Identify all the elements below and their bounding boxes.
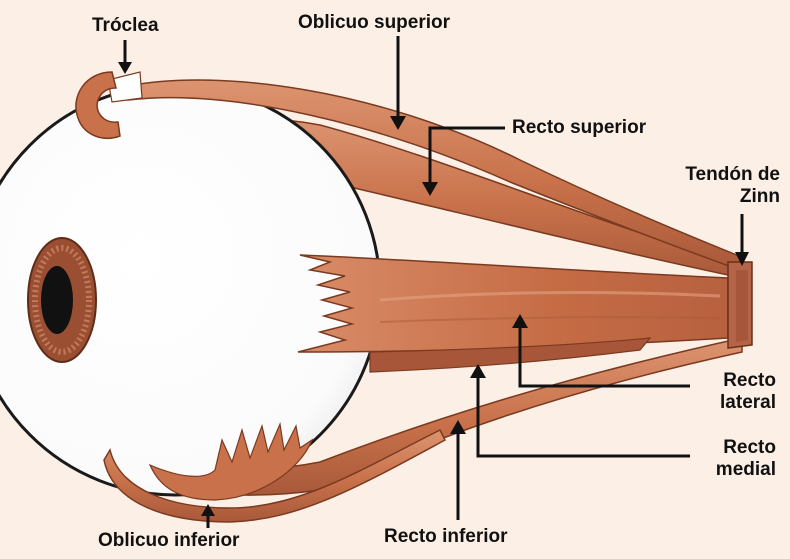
pupil — [41, 266, 73, 334]
label-tendon-de-zinn: Tendón de Zinn — [640, 164, 780, 208]
label-recto-medial-line1: Recto — [680, 437, 776, 459]
arrow-troclea — [118, 40, 132, 74]
label-tendon-line2: Zinn — [640, 186, 780, 208]
label-troclea: Tróclea — [92, 15, 159, 37]
label-oblicuo-inferior: Oblicuo inferior — [98, 530, 239, 552]
label-oblicuo-superior: Oblicuo superior — [298, 12, 450, 34]
label-recto-medial-line2: medial — [680, 459, 776, 481]
label-recto-lateral-line2: lateral — [680, 392, 776, 414]
label-recto-superior: Recto superior — [512, 117, 646, 139]
label-tendon-line1: Tendón de — [640, 164, 780, 186]
recto-lateral-muscle — [298, 255, 728, 352]
label-recto-lateral-line1: Recto — [680, 370, 776, 392]
iris — [28, 238, 96, 362]
label-recto-medial: Recto medial — [680, 437, 776, 481]
label-recto-lateral: Recto lateral — [680, 370, 776, 414]
label-recto-inferior: Recto inferior — [384, 526, 508, 548]
